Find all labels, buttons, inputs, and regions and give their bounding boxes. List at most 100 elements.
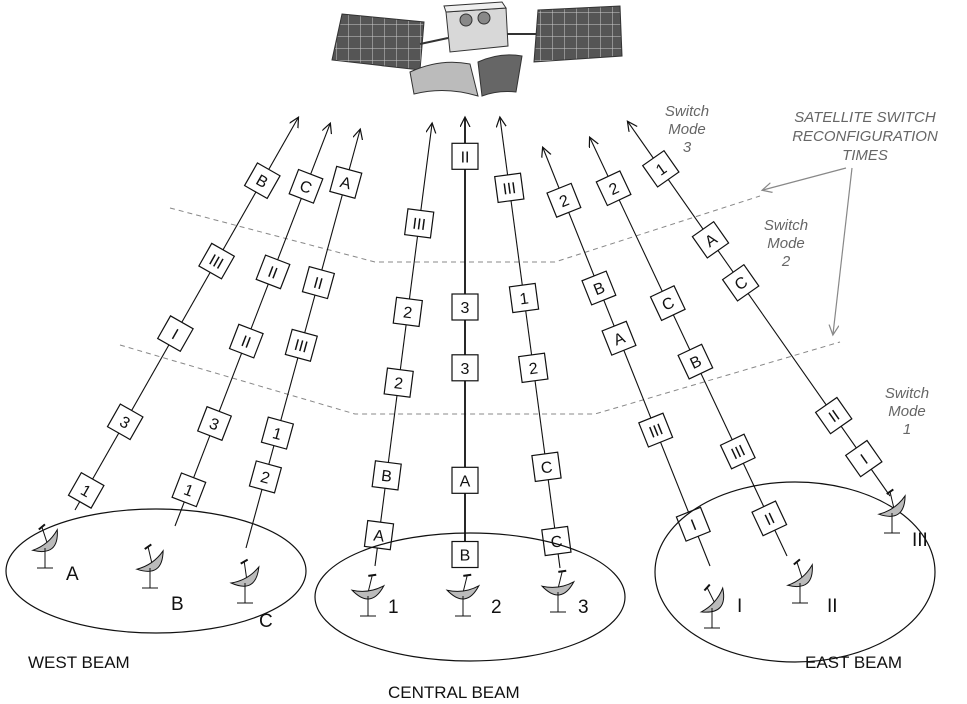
boundary-mode-2-1	[119, 341, 841, 415]
burst-packet: C	[531, 451, 562, 483]
burst-packet: II	[751, 500, 788, 537]
burst-packet: 3	[196, 405, 233, 442]
burst-label: C	[550, 533, 564, 551]
dish-antenna-icon	[445, 573, 481, 600]
svg-text:3: 3	[683, 139, 692, 156]
burst-packet: I	[675, 506, 711, 542]
station-label: I	[737, 596, 742, 617]
burst-label: 2	[402, 304, 413, 322]
burst-packet: 2	[392, 296, 424, 328]
burst-packet: III	[494, 172, 525, 204]
svg-text:Switch: Switch	[764, 217, 808, 234]
svg-text:Mode: Mode	[888, 403, 926, 420]
mode-boundaries	[119, 195, 841, 415]
reconfiguration-arrow-upper	[763, 167, 847, 190]
satellite-antenna-dark	[477, 54, 523, 97]
earth-station-2: 2	[445, 573, 502, 618]
east-beam-label: EAST BEAM	[805, 653, 902, 672]
burst-packet: B	[371, 460, 402, 491]
right-solar-panel	[533, 5, 623, 63]
satellite-body	[445, 7, 509, 53]
east-beam-footprint	[654, 481, 936, 663]
burst-packet: II	[255, 254, 291, 290]
svg-text:1: 1	[903, 421, 911, 438]
left-solar-panel	[331, 13, 425, 71]
burst-packet: III	[198, 242, 236, 280]
burst-packet: I	[844, 439, 883, 478]
burst-packet: 3	[451, 293, 479, 321]
uplink-arrow	[628, 122, 891, 497]
burst-packet: C	[649, 285, 686, 322]
burst-label: II	[311, 275, 324, 294]
burst-packet: C	[541, 525, 572, 557]
earth-station-3: 3	[540, 569, 589, 618]
dish-antenna-icon	[31, 523, 58, 552]
west-beam-footprint	[5, 508, 307, 634]
earth-station-c: C	[229, 558, 273, 632]
burst-packet: 2	[546, 182, 582, 218]
burst-packet: II	[451, 142, 479, 170]
burst-packet: C	[288, 168, 324, 204]
svg-text:Mode: Mode	[668, 121, 706, 138]
svg-text:2: 2	[781, 253, 791, 270]
west-beam-label: WEST BEAM	[28, 653, 130, 672]
dish-antenna-icon	[350, 573, 386, 600]
burst-packet: 1	[260, 416, 295, 450]
burst-packet: A	[451, 466, 479, 494]
switch-mode-2-label: Switch Mode 2	[764, 217, 808, 270]
burst-packet: C	[721, 263, 760, 302]
earth-station-i: I	[699, 583, 742, 629]
burst-packet: 3	[106, 403, 144, 441]
station-label: B	[171, 594, 184, 615]
reconfiguration-annotation: SATELLITE SWITCH RECONFIGURATION TIMES	[763, 109, 938, 334]
station-label: 1	[388, 597, 399, 618]
burst-label: III	[411, 216, 426, 235]
switch-mode-3-label: Switch Mode 3	[665, 103, 709, 156]
station-label: II	[827, 596, 838, 617]
burst-label: B	[380, 468, 393, 486]
central-beam-footprint	[314, 532, 626, 662]
burst-packet: II	[228, 323, 264, 359]
burst-label: II	[461, 149, 470, 166]
burst-packet: II	[814, 396, 853, 435]
earth-station-1: 1	[350, 573, 399, 618]
station-label: A	[66, 564, 79, 585]
dish-antenna-icon	[229, 558, 260, 587]
burst-packet: III	[284, 328, 319, 363]
switch-mode-1-label: Switch Mode 1	[885, 385, 929, 438]
svg-text:Switch: Switch	[665, 103, 709, 120]
burst-label: A	[372, 527, 385, 545]
burst-packet: 2	[248, 460, 283, 494]
burst-label: III	[502, 180, 517, 199]
svg-text:Switch: Switch	[885, 385, 929, 402]
dish-antenna-icon	[540, 569, 576, 596]
central-beam-label: CENTRAL BEAM	[388, 683, 520, 702]
burst-label: C	[297, 178, 314, 198]
burst-label: B	[460, 548, 471, 565]
station-label: 2	[491, 597, 502, 618]
svg-text:Mode: Mode	[767, 235, 805, 252]
burst-packet: II	[301, 265, 336, 300]
burst-packet: 1	[508, 282, 540, 314]
uplink-arrow	[374, 124, 432, 567]
burst-label: A	[460, 473, 471, 490]
burst-packet: A	[601, 320, 637, 356]
dish-antenna-icon	[786, 558, 813, 587]
earth-station-ii: II	[786, 558, 838, 617]
satellite-antenna-light	[409, 61, 479, 97]
burst-label: III	[292, 337, 309, 357]
uplink-station-b: 13 II II C	[171, 124, 330, 527]
station-label: 3	[578, 597, 589, 618]
burst-packet: I	[156, 315, 194, 353]
burst-packet: III	[403, 208, 435, 239]
burst-packet: A	[329, 165, 363, 200]
uplink-paths: 13IIIIB13IIIIC21IIIIIAAB22IIIBA33IICC21I…	[67, 118, 891, 569]
